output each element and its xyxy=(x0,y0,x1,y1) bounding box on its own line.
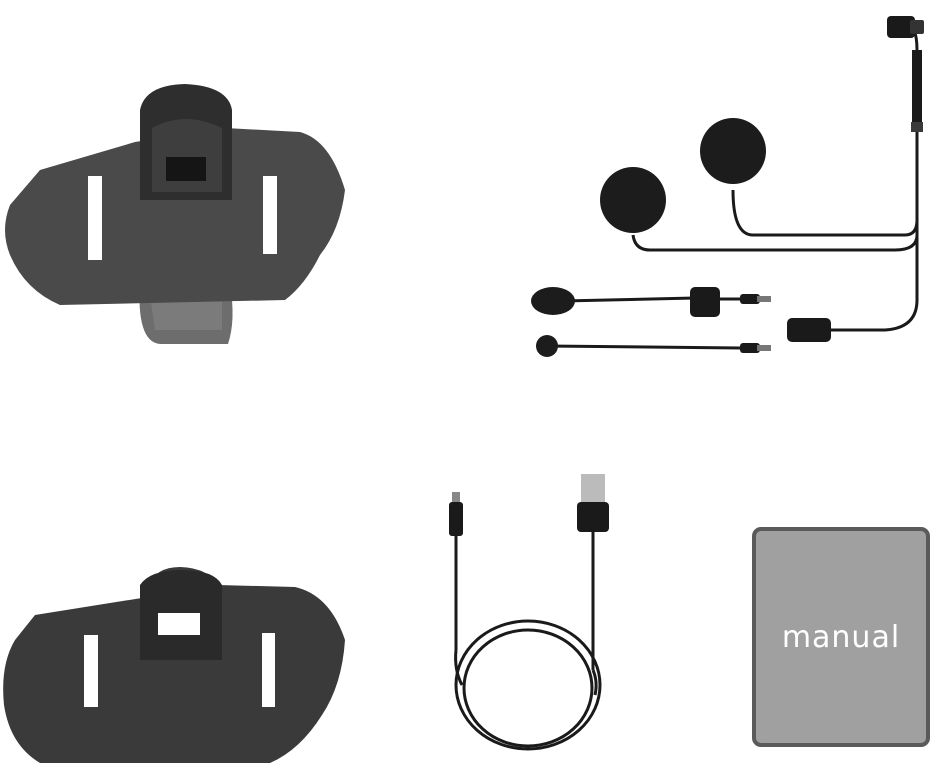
manual-label: manual xyxy=(781,619,901,655)
flat-mount-icon xyxy=(3,567,345,763)
headset-image xyxy=(525,10,941,375)
clip-mount-icon xyxy=(5,84,345,344)
manual-card: manual xyxy=(752,527,930,747)
usb-c-cable-icon xyxy=(449,474,609,751)
flat-mount-image xyxy=(0,565,350,764)
clip-mount-image xyxy=(0,80,350,350)
headset-speakers-icon xyxy=(531,16,924,357)
usb-cable-image xyxy=(440,470,620,764)
